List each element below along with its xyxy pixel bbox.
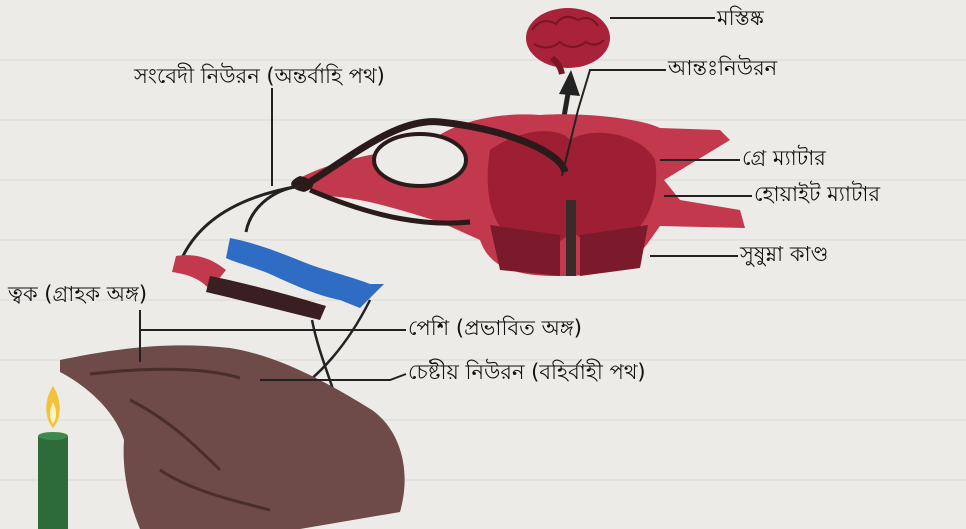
- motor-neuron-label: চেষ্টীয় নিউরন (বহির্বাহী পথ): [408, 362, 646, 383]
- brain-icon: [526, 8, 610, 74]
- sensory-neuron-label: সংবেদী নিউরন (অন্তর্বাহি পথ): [134, 66, 385, 87]
- white-matter-label: হোয়াইট ম্যাটার: [754, 184, 880, 205]
- brain-label: মস্তিষ্ক: [717, 8, 764, 29]
- interneuron-label: আন্তঃনিউরন: [668, 58, 777, 79]
- hand-shape: [60, 345, 405, 529]
- skin-label: ত্বক (গ্রাহক অঙ্গ): [8, 284, 147, 305]
- spinal-cord-label: সুষুম্না কাণ্ড: [740, 244, 828, 265]
- candle-icon: [38, 386, 68, 529]
- muscle-label: পেশি (প্রভাবিত অঙ্গ): [408, 318, 582, 339]
- grey-matter-label: গ্রে ম্যাটার: [742, 148, 826, 169]
